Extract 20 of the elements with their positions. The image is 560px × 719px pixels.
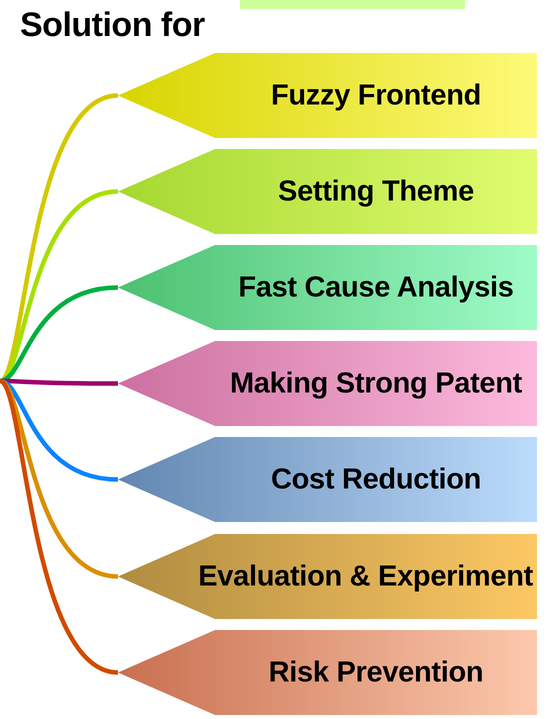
- tag-label: Fuzzy Frontend: [270, 79, 482, 112]
- tag-label: Risk Prevention: [268, 656, 484, 689]
- arrow-tag: [118, 245, 537, 330]
- tag-label: Evaluation & Experiment: [198, 560, 533, 593]
- arrow-tag: [118, 534, 537, 619]
- arrow-tag: [118, 149, 537, 234]
- arrow-tag: [118, 341, 537, 426]
- arrow-tag: [118, 630, 537, 715]
- tag-label: Fast Cause Analysis: [238, 271, 514, 304]
- curved-connector: [0, 379, 118, 579]
- curved-connector: [0, 379, 119, 675]
- empty-box: [240, 0, 465, 9]
- curved-connector: [0, 378, 118, 482]
- tag-label: Setting Theme: [278, 175, 474, 208]
- arrow-tag: [118, 53, 537, 138]
- title: Solution for: [20, 6, 205, 45]
- arrow-tag: [118, 437, 537, 522]
- tag-label: Cost Reduction: [270, 463, 482, 496]
- tag-label: Making Strong Patent: [230, 367, 522, 400]
- curved-connector: [0, 378, 118, 386]
